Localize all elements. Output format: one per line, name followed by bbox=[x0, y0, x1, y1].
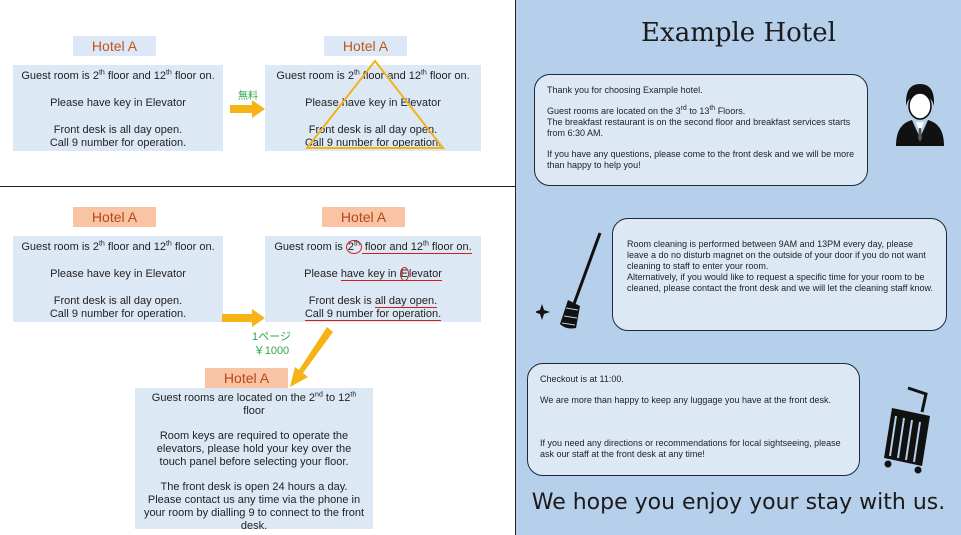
right-arrow-icon bbox=[230, 100, 265, 118]
circled-mark: 2th bbox=[345, 240, 362, 254]
hotel-a-title-original: Hotel A bbox=[73, 36, 156, 56]
panel-line-3: Front desk is all day open. bbox=[53, 124, 183, 136]
warning-triangle-icon bbox=[304, 59, 446, 149]
panel-line-2: Please have key in Elevator bbox=[50, 268, 186, 280]
panel-line-4: Call 9 number for operation. bbox=[304, 137, 442, 149]
free-label: 無料 bbox=[238, 91, 258, 102]
machine-translated-panel: Guest room is 2th floor and 12th floor o… bbox=[265, 65, 481, 151]
cleaning-schedule-line: Room cleaning is performed between 9AM a… bbox=[627, 239, 926, 271]
hotel-a-title-result: Hotel A bbox=[205, 368, 288, 388]
panel-line-2: Please have key in Elevator bbox=[50, 97, 186, 109]
panel-line-4: Call 9 number for operation. bbox=[49, 137, 187, 149]
professional-translation-panel: Guest rooms are located on the 2nd to 12… bbox=[135, 388, 373, 532]
underlined-phrase: have key in Elevator bbox=[340, 267, 442, 281]
panel-line-3: Front desk is all day open. bbox=[308, 124, 438, 136]
original-text-panel: Guest room is 2th floor and 12th floor o… bbox=[13, 65, 223, 151]
cleaning-bubble: Room cleaning is performed between 9AM a… bbox=[612, 218, 947, 331]
panel-line-1: Guest room is 2th floor and 12th floor o… bbox=[276, 69, 470, 82]
result-line-1: Guest rooms are located on the 2nd to 12… bbox=[151, 391, 357, 417]
closing-message: We hope you enjoy your stay with us. bbox=[531, 490, 946, 515]
panel-line-3: Front desk is all day open. bbox=[53, 295, 183, 307]
underlined-phrase: all day open. bbox=[374, 295, 438, 308]
panel-line-2: Please have key in Elevator bbox=[304, 267, 442, 281]
welcome-line: Thank you for choosing Example hotel. bbox=[547, 85, 703, 95]
broom-icon bbox=[536, 232, 602, 329]
sightseeing-line: If you need any directions or recommenda… bbox=[540, 438, 841, 459]
breakfast-line: The breakfast restaurant is on the secon… bbox=[547, 117, 851, 138]
panel-line-1: Guest room is 2th floor and 12th floor o… bbox=[274, 240, 472, 254]
luggage-icon bbox=[884, 386, 930, 474]
cleaning-request-line: Alternatively, if you would like to requ… bbox=[627, 272, 934, 293]
pane-divider bbox=[515, 0, 516, 535]
luggage-line: We are more than happy to keep any lugga… bbox=[540, 395, 832, 405]
panel-line-3: Front desk is all day open. bbox=[308, 295, 438, 308]
circled-mark: E bbox=[399, 267, 409, 281]
hotel-a-title-original: Hotel A bbox=[73, 207, 156, 227]
floors-line: Guest rooms are located on the 3rd to 13… bbox=[547, 105, 746, 116]
receptionist-icon bbox=[896, 84, 944, 146]
underlined-phrase: floor and 12th floor on. bbox=[361, 240, 472, 254]
example-hotel-title: Example Hotel bbox=[641, 18, 836, 48]
hotel-a-title-translated: Hotel A bbox=[322, 207, 405, 227]
panel-line-1: Guest room is 2th floor and 12th floor o… bbox=[21, 240, 215, 253]
checkout-time-line: Checkout is at 11:00. bbox=[540, 374, 624, 384]
original-text-panel: Guest room is 2th floor and 12th floor o… bbox=[13, 236, 223, 322]
panel-line-1: Guest room is 2th floor and 12th floor o… bbox=[21, 69, 215, 82]
section-divider bbox=[0, 186, 516, 187]
price-label: 1ページ ￥1000 bbox=[252, 330, 291, 358]
checkout-bubble: Checkout is at 11:00. We are more than h… bbox=[527, 363, 860, 476]
reviewed-text-panel: Guest room is 2th floor and 12th floor o… bbox=[265, 236, 481, 322]
questions-line: If you have any questions, please come t… bbox=[547, 149, 855, 170]
welcome-bubble: Thank you for choosing Example hotel. Gu… bbox=[534, 74, 868, 186]
right-arrow-icon bbox=[222, 309, 265, 327]
price-pages: 1ページ bbox=[252, 331, 291, 343]
hotel-a-title-translated: Hotel A bbox=[324, 36, 407, 56]
price-amount: ￥1000 bbox=[253, 345, 290, 357]
underlined-phrase: Call 9 number bbox=[304, 308, 374, 321]
panel-line-4: Call 9 number for operation. bbox=[265, 308, 481, 321]
result-paragraph-3: The front desk is open 24 hours a day. P… bbox=[143, 481, 365, 532]
panel-line-4: Call 9 number for operation. bbox=[49, 308, 187, 320]
underlined-phrase: for operation. bbox=[373, 308, 442, 321]
result-paragraph-2: Room keys are required to operate the el… bbox=[156, 430, 352, 468]
diagonal-arrow-icon bbox=[290, 327, 333, 387]
